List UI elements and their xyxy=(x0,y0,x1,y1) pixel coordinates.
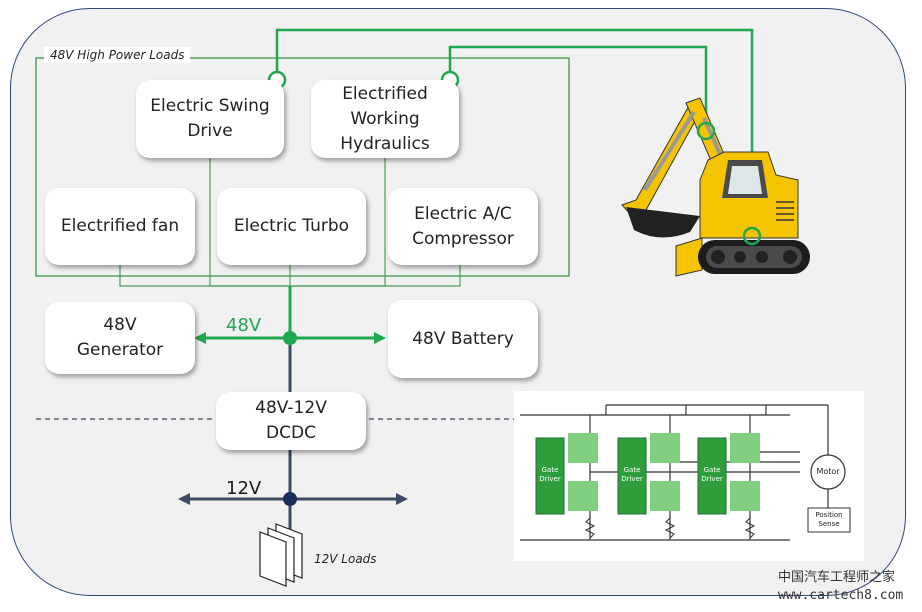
position-sense-box xyxy=(807,507,851,533)
loads12-label: 12V Loads xyxy=(314,552,377,566)
gate-driver-2 xyxy=(617,437,647,515)
gate-driver-3-label: Gate Driver xyxy=(701,466,723,483)
electric-ac-compressor-box: Electric A/C Compressor xyxy=(388,188,538,265)
excavator-links xyxy=(275,28,754,228)
generator-box: 48V Generator xyxy=(45,302,195,374)
electric-turbo-box: Electric Turbo xyxy=(217,188,366,265)
electric-swing-drive-box: Electric Swing Drive xyxy=(136,80,284,158)
load-wiring xyxy=(119,158,461,287)
battery-box: 48V Battery xyxy=(388,300,538,378)
loads12-icon xyxy=(259,523,303,587)
bus12-arrow-right xyxy=(396,493,408,505)
electrified-fan-box: Electrified fan xyxy=(45,188,195,265)
bus12-node xyxy=(283,492,297,506)
gate-driver-3 xyxy=(697,437,727,515)
bus48-arrow-left xyxy=(194,332,206,344)
watermark-url: www.cartech8.com xyxy=(778,588,904,603)
gate-driver-1 xyxy=(535,437,565,515)
bus48-node xyxy=(283,331,297,345)
dcdc-box: 48V-12V DCDC xyxy=(216,392,366,450)
bus12-arrow-left xyxy=(178,493,190,505)
inverter-schematic xyxy=(514,391,864,561)
bus48-label: 48V xyxy=(226,315,262,336)
high-power-loads-group xyxy=(35,57,570,277)
motor-label: Motor xyxy=(816,467,840,476)
gate-driver-2-label: Gate Driver xyxy=(621,466,643,483)
boom-connector xyxy=(696,121,716,141)
cab-connector xyxy=(742,226,762,246)
electrified-working-hydraulics-box: Electrified Working Hydraulics xyxy=(311,80,459,158)
bus12-label: 12V xyxy=(226,478,262,499)
gate-driver-1-label: Gate Driver xyxy=(539,466,561,483)
bus48-arrow-right xyxy=(374,332,386,344)
watermark-title: 中国汽车工程师之家 xyxy=(778,570,896,585)
position-sense-label: Position Sense xyxy=(815,511,843,528)
excavator-illustration xyxy=(621,97,810,277)
high-power-loads-label: 48V High Power Loads xyxy=(44,47,191,63)
motor-symbol xyxy=(810,454,846,490)
